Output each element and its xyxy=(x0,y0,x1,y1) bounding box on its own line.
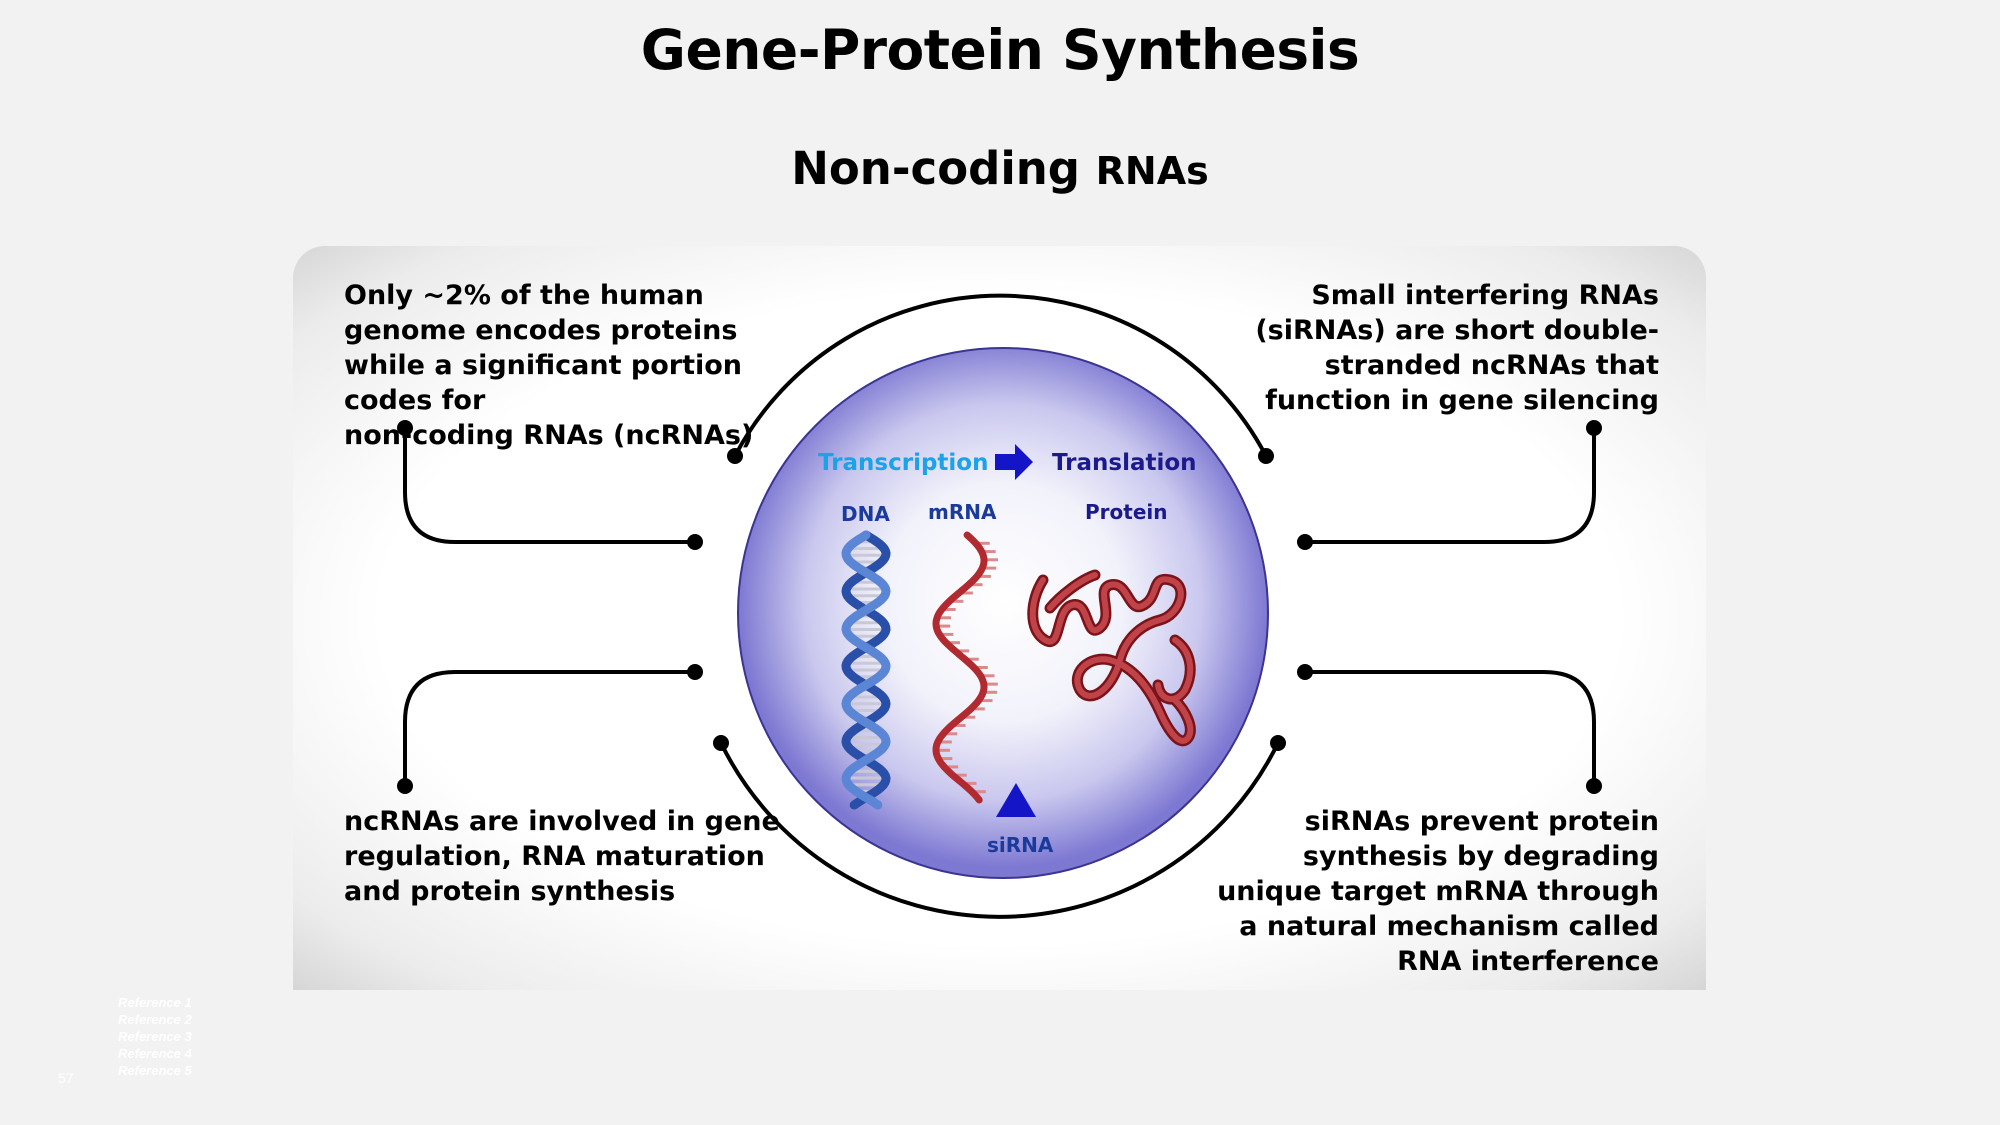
connector-top-left xyxy=(403,428,695,544)
text-line: siRNAs prevent protein xyxy=(1304,806,1659,837)
connector-dot xyxy=(687,664,703,680)
reference-item[interactable]: Reference 3 xyxy=(118,1029,192,1044)
protein-label: Protein xyxy=(1085,500,1167,524)
dna-label: DNA xyxy=(841,502,890,526)
top-arc xyxy=(733,293,1268,457)
text-line: and protein synthesis xyxy=(344,876,676,907)
text-line: ncRNAs are involved in gene xyxy=(344,806,780,837)
text-line: Small interfering RNAs xyxy=(1311,280,1659,311)
slide-subtitle: Non-coding RNAs xyxy=(0,142,2000,195)
sirna-triangle-icon xyxy=(996,783,1036,817)
references: Reference 1 Reference 2 Reference 3 Refe… xyxy=(118,994,192,1079)
reference-item[interactable]: Reference 5 xyxy=(118,1063,192,1078)
text-line: Only ~2% of the human xyxy=(344,280,704,311)
mrna-label: mRNA xyxy=(928,500,997,524)
connector-dot xyxy=(397,420,413,436)
connector-dot xyxy=(1586,778,1602,794)
connector-bottom-right xyxy=(1305,670,1596,786)
text-line: synthesis by degrading xyxy=(1302,841,1659,872)
arc-dot xyxy=(1270,735,1286,751)
text-line: stranded ncRNAs that xyxy=(1324,350,1659,381)
text-line: codes for xyxy=(344,385,486,416)
text-line: genome encodes proteins xyxy=(344,315,738,346)
text-line: regulation, RNA maturation xyxy=(344,841,765,872)
central-circle xyxy=(737,347,1269,879)
dna-helix-icon xyxy=(841,530,891,810)
connector-top-right xyxy=(1305,428,1596,544)
text-line: RNA interference xyxy=(1397,946,1659,977)
text-line: unique target mRNA through xyxy=(1217,876,1659,907)
connector-dot xyxy=(1586,420,1602,436)
subtitle-small: RNAs xyxy=(1095,149,1209,193)
page-number: 57 xyxy=(58,1070,74,1086)
text-top-left: Only ~2% of the human genome encodes pro… xyxy=(344,278,753,453)
arrow-right-icon xyxy=(995,444,1033,480)
text-line: function in gene silencing xyxy=(1265,385,1659,416)
connector-bottom-left xyxy=(403,670,695,786)
arc-dot xyxy=(713,735,729,751)
arc-dot xyxy=(727,448,743,464)
translation-label: Translation xyxy=(1052,450,1197,476)
slide-title: Gene-Protein Synthesis xyxy=(640,18,1360,82)
reference-item[interactable]: Reference 2 xyxy=(118,1012,192,1027)
connector-dot xyxy=(1297,534,1313,550)
bottom-arc xyxy=(719,742,1280,919)
sirna-label: siRNA xyxy=(987,833,1054,857)
text-bottom-left: ncRNAs are involved in gene regulation, … xyxy=(344,804,780,909)
mrna-strand-icon xyxy=(932,531,998,804)
text-top-right: Small interfering RNAs (siRNAs) are shor… xyxy=(1255,278,1659,418)
reference-item[interactable]: Reference 1 xyxy=(118,995,192,1010)
text-line: a natural mechanism called xyxy=(1239,911,1659,942)
connector-dot xyxy=(1297,664,1313,680)
transcription-label: Transcription xyxy=(818,450,988,476)
arc-dot xyxy=(1258,448,1274,464)
text-line: while a significant portion xyxy=(344,350,743,381)
text-line: non-coding RNAs (ncRNAs) xyxy=(344,420,754,451)
text-line: (siRNAs) are short double- xyxy=(1255,315,1659,346)
connector-dot xyxy=(687,534,703,550)
connector-dot xyxy=(397,778,413,794)
protein-coil-icon xyxy=(1027,569,1196,747)
text-bottom-right: siRNAs prevent protein synthesis by degr… xyxy=(1217,804,1659,979)
subtitle-main: Non-coding xyxy=(791,142,1096,195)
reference-item[interactable]: Reference 4 xyxy=(118,1046,192,1061)
